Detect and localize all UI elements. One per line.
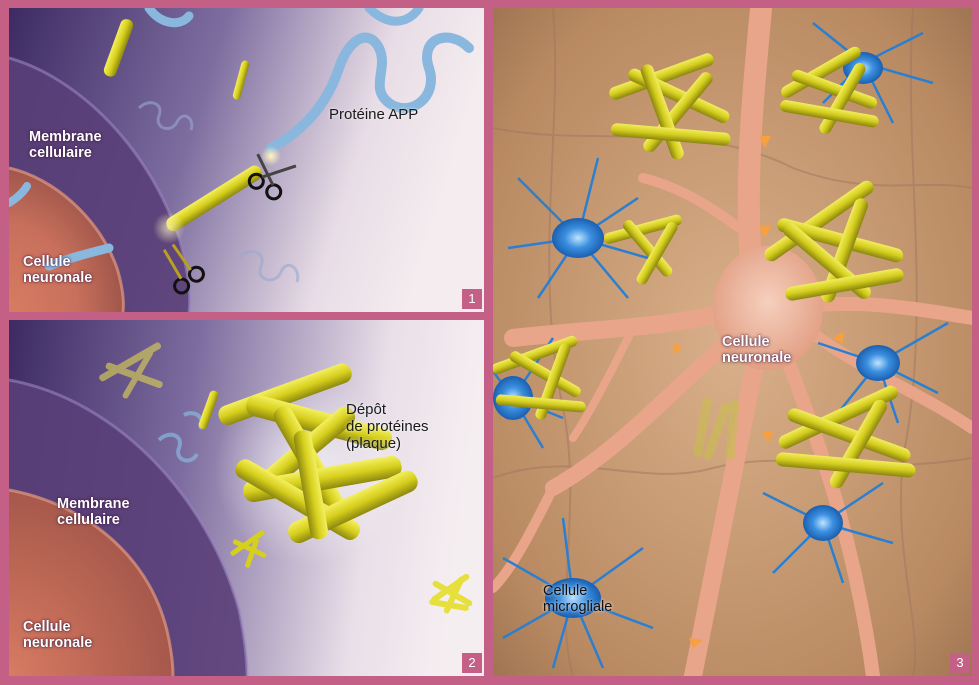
panel-number: 2 <box>462 653 482 673</box>
panel-number: 3 <box>950 653 970 673</box>
panel-number: 1 <box>462 289 482 309</box>
app-protein-label: Protéine APP <box>329 106 418 123</box>
